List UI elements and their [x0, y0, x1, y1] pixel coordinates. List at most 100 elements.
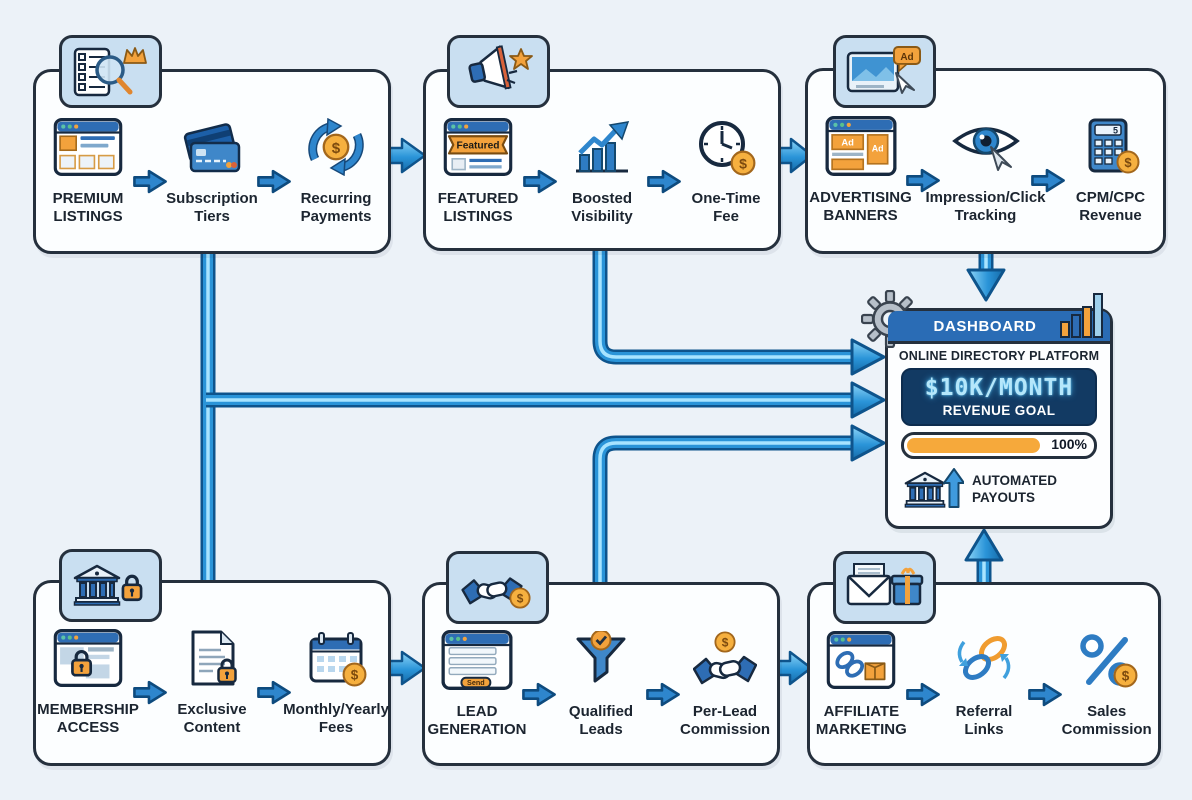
bank-payout-icon — [904, 468, 964, 508]
step-qualified-leads: Qualified Leads — [557, 619, 645, 740]
dashboard-title: DASHBOARD — [933, 317, 1037, 335]
locked-document-icon — [191, 630, 237, 686]
goal-amount: $10K/MONTH — [924, 375, 1074, 401]
step-per-lead-commission: Per-Lead Commission — [680, 619, 770, 740]
step-subscription-tiers: Subscription Tiers — [166, 106, 258, 227]
step-label: FEATURED LISTINGS — [437, 190, 519, 226]
lead-generation-group: Send LEAD GENERATION Qualified Leads Per… — [422, 551, 780, 766]
step-exclusive-content: Exclusive Content — [168, 617, 256, 738]
handshake-coin-icon — [460, 576, 531, 609]
step-label: CPM/CPC Revenue — [1075, 189, 1146, 225]
step-label: LEAD GENERATION — [427, 703, 527, 739]
ad-block-text: Ad — [841, 137, 854, 148]
clock-fee-icon — [699, 121, 756, 176]
featured-listings-group: Featured FEATURED LISTINGS Boosted Visib… — [423, 35, 781, 251]
arrowhead-up-icon — [964, 528, 1004, 562]
step-premium-listings: PREMIUM LISTINGS — [44, 106, 132, 227]
featured-badge — [447, 35, 550, 108]
step-advertising-banners: Ad Ad ADVERTISING BANNERS — [809, 105, 912, 226]
step-boosted-visibility: Boosted Visibility — [558, 106, 646, 227]
step-membership-access: MEMBERSHIP ACCESS — [37, 617, 139, 738]
flow-arrow-icon — [133, 169, 167, 194]
advertising-banners-group: Ad Ad Ad ADVERTISING BANNERS — [805, 35, 1166, 254]
calculator-revenue-icon: 5 — [1088, 118, 1139, 174]
progress-bar: 100% — [901, 432, 1097, 459]
step-label: Exclusive Content — [177, 701, 247, 737]
eye-click-icon — [951, 127, 1020, 171]
listing-page-icon — [52, 118, 124, 176]
handshake-commission-icon — [693, 631, 757, 685]
flow-arrow-icon — [257, 680, 291, 705]
dashboard-panel: DASHBOARD ONLINE DIRECTORY PLATFORM $10K… — [861, 290, 1113, 529]
advertising-badge: Ad — [833, 35, 936, 108]
premium-listings-group: PREMIUM LISTINGS Subscription Tiers — [33, 35, 391, 254]
flow-arrow-icon — [646, 682, 680, 707]
arrowhead-icon — [850, 381, 886, 419]
step-lead-generation: Send LEAD GENERATION — [428, 619, 526, 740]
premium-badge — [59, 35, 162, 108]
affiliate-marketing-group: AFFILIATE MARKETING Referral Links Sales — [807, 551, 1161, 766]
step-label: Subscription Tiers — [166, 190, 258, 226]
step-label: One-Time Fee — [691, 190, 761, 226]
step-referral-links: Referral Links — [941, 619, 1028, 740]
step-impression-click-tracking: Impression/Click Tracking — [925, 105, 1046, 226]
step-label: MEMBERSHIP ACCESS — [37, 701, 139, 737]
arrowhead-icon — [850, 338, 886, 376]
payouts-label: AUTOMATED PAYOUTS — [972, 473, 1057, 505]
step-recurring-payments: Recurring Payments — [292, 106, 380, 227]
step-sales-commission: Sales Commission — [1061, 619, 1152, 740]
step-label: Sales Commission — [1061, 703, 1152, 739]
flow-arrow-icon — [1028, 682, 1063, 707]
pipe-lead-to-dashboard — [592, 424, 886, 584]
bank-lock-icon — [72, 564, 143, 606]
step-label: Qualified Leads — [568, 703, 634, 739]
step-label: Referral Links — [955, 703, 1013, 739]
step-label: AFFILIATE MARKETING — [815, 703, 907, 739]
ad-page-icon: Ad Ad — [825, 116, 897, 176]
flow-arrow-icon — [133, 680, 167, 705]
arrowhead-icon — [850, 424, 886, 462]
growth-chart-icon — [576, 121, 630, 173]
send-button-text: Send — [467, 678, 485, 687]
affiliate-badge — [833, 551, 936, 624]
flow-arrow-icon — [522, 682, 556, 707]
flow-arrow-icon — [1031, 168, 1065, 193]
flow-arrow-icon — [905, 682, 940, 707]
checklist-magnifier-crown-icon — [73, 46, 147, 96]
flow-arrow-icon — [647, 169, 681, 194]
locked-page-icon — [52, 629, 124, 687]
step-label: Boosted Visibility — [571, 190, 633, 226]
calendar-fee-icon — [309, 632, 367, 687]
funnel-check-icon — [576, 631, 626, 683]
ad-block-text: Ad — [871, 144, 883, 154]
lead-form-icon: Send — [441, 630, 513, 690]
bar-chart-icon — [1060, 293, 1103, 338]
pipe-featured-to-dashboard — [592, 243, 886, 376]
step-featured-listings: Featured FEATURED LISTINGS — [434, 106, 522, 227]
envelope-gift-icon — [846, 562, 923, 605]
megaphone-star-icon — [467, 44, 533, 90]
membership-badge — [59, 549, 162, 622]
pipe-affiliate-to-dashboard — [964, 528, 1004, 582]
automated-payouts: AUTOMATED PAYOUTS — [904, 467, 1110, 513]
lead-badge — [446, 551, 549, 624]
platform-subtitle: ONLINE DIRECTORY PLATFORM — [898, 349, 1100, 363]
flow-arrow-icon — [523, 169, 557, 194]
ad-banner-cursor-icon: Ad — [846, 45, 921, 94]
step-label: Impression/Click Tracking — [925, 189, 1046, 225]
step-label: PREMIUM LISTINGS — [52, 190, 124, 226]
calculator-display-text: 5 — [1112, 126, 1117, 136]
featured-ribbon-text: Featured — [456, 141, 499, 152]
step-cpm-cpc-revenue: 5 CPM/CPC Revenue — [1066, 105, 1155, 226]
step-affiliate-marketing: AFFILIATE MARKETING — [815, 619, 907, 740]
revenue-goal-display: $10K/MONTH REVENUE GOAL — [901, 368, 1097, 426]
pipe-left-to-dashboard — [206, 381, 886, 419]
step-label: Monthly/Yearly Fees — [283, 701, 389, 737]
pipe-advertising-to-dashboard — [966, 246, 1006, 302]
goal-label: REVENUE GOAL — [942, 403, 1056, 418]
credit-cards-icon — [183, 123, 241, 173]
flow-arrow-icon — [257, 169, 291, 194]
step-label: ADVERTISING BANNERS — [809, 189, 912, 225]
progress-fill — [907, 438, 1040, 453]
